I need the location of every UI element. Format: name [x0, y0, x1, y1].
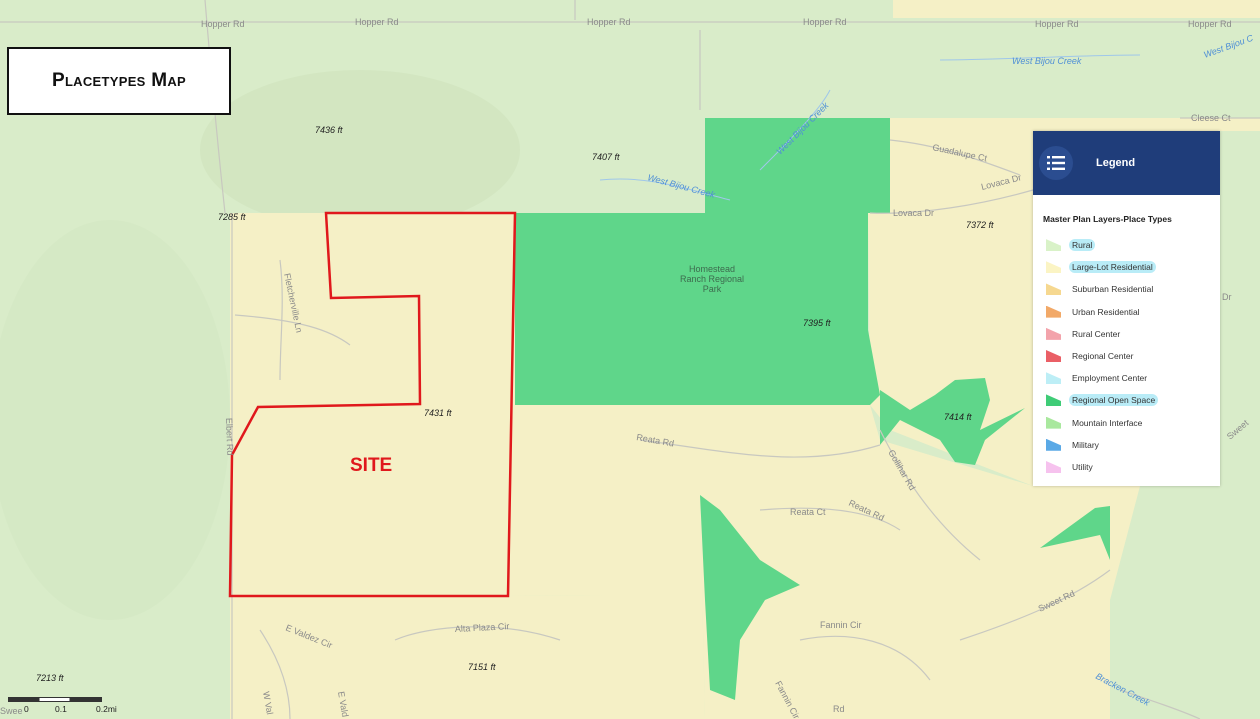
- legend-item-label: Employment Center: [1072, 373, 1148, 384]
- regional-open-space-area[interactable]: [700, 495, 800, 700]
- road-label: Hopper Rd: [1188, 19, 1232, 29]
- legend-item-label: Regional Center: [1072, 351, 1134, 362]
- legend-item-label: Military: [1072, 439, 1099, 450]
- scale-label-0: 0: [24, 704, 29, 714]
- large-lot-residential-area[interactable]: [893, 0, 1260, 18]
- road-label: Dr: [1222, 292, 1232, 302]
- scale-label-1: 0.1: [55, 704, 67, 714]
- legend-swatch: [1046, 394, 1061, 407]
- legend-item[interactable]: Urban Residential: [1046, 301, 1220, 323]
- terrain-shading: [0, 220, 230, 620]
- road-label: Cleese Ct: [1191, 113, 1231, 123]
- legend-item[interactable]: Regional Open Space: [1046, 389, 1220, 411]
- road-label: Hopper Rd: [1035, 19, 1079, 29]
- scale-bar-graphic: [8, 697, 102, 702]
- legend-item-label: Mountain Interface: [1072, 417, 1143, 428]
- elevation-label: 7213 ft: [36, 673, 64, 683]
- legend-menu-button[interactable]: [1039, 146, 1073, 180]
- elevation-label: 7436 ft: [315, 125, 343, 135]
- legend-item[interactable]: Military: [1046, 434, 1220, 456]
- park-label: Ranch Regional: [680, 274, 744, 284]
- road-label: Lovaca Dr: [893, 208, 934, 218]
- elevation-label: 7431 ft: [424, 408, 452, 418]
- road-label: Reata Ct: [790, 507, 826, 517]
- site-boundary[interactable]: [228, 211, 517, 598]
- legend-item[interactable]: Mountain Interface: [1046, 412, 1220, 434]
- legend-item-label: Large-Lot Residential: [1069, 261, 1156, 274]
- creek-label: West Bijou Creek: [1012, 56, 1082, 66]
- large-lot-residential-area[interactable]: [230, 495, 705, 719]
- elevation-label: 7151 ft: [468, 662, 496, 672]
- road-label: Fannin Cir: [820, 620, 862, 630]
- elevation-label: 7372 ft: [966, 220, 994, 230]
- road-label: E Vald: [336, 691, 350, 718]
- site-label: SITE: [350, 455, 392, 476]
- legend-item[interactable]: Rural Center: [1046, 323, 1220, 345]
- list-icon: [1047, 156, 1065, 170]
- legend-swatch: [1046, 350, 1061, 363]
- elevation-label: 7414 ft: [944, 412, 972, 422]
- road-label: Hopper Rd: [803, 17, 847, 27]
- regional-open-space-area[interactable]: [515, 118, 890, 405]
- road-label: Hopper Rd: [201, 19, 245, 29]
- legend-item-label: Utility: [1072, 461, 1093, 472]
- road-label: Hopper Rd: [587, 17, 631, 27]
- legend-item-label: Rural Center: [1072, 328, 1121, 339]
- elevation-label: 7395 ft: [803, 318, 831, 328]
- legend-item[interactable]: Regional Center: [1046, 345, 1220, 367]
- elevation-label: 7285 ft: [218, 212, 246, 222]
- legend-swatch: [1046, 305, 1061, 318]
- legend-item-label: Suburban Residential: [1072, 284, 1154, 295]
- legend-subtitle: Master Plan Layers-Place Types: [1043, 214, 1172, 224]
- legend-item-label: Rural: [1069, 239, 1096, 252]
- map-title: Placetypes Map: [51, 70, 187, 91]
- legend-item[interactable]: Large-Lot Residential: [1046, 256, 1220, 278]
- elevation-label: 7407 ft: [592, 152, 620, 162]
- legend-item-label: Urban Residential: [1072, 306, 1140, 317]
- scale-bar: 0 0.1 0.2mi: [8, 697, 117, 714]
- park-label: Homestead: [689, 264, 735, 274]
- legend-swatch: [1046, 438, 1061, 451]
- legend-header: Legend: [1033, 131, 1220, 195]
- legend-swatch: [1046, 327, 1061, 340]
- legend-swatch: [1046, 283, 1061, 296]
- legend-swatch: [1046, 261, 1061, 274]
- scale-label-2: 0.2mi: [96, 704, 117, 714]
- creek-lines: [599, 54, 1141, 201]
- legend-swatch: [1046, 460, 1061, 473]
- legend-panel[interactable]: Legend Master Plan Layers-Place Types Ru…: [1033, 131, 1220, 486]
- terrain-shading: [200, 70, 520, 230]
- road-label: Rd: [833, 704, 845, 714]
- legend-swatch: [1046, 239, 1061, 252]
- legend-title: Legend: [1096, 157, 1136, 169]
- road-label: Hopper Rd: [355, 17, 399, 27]
- legend-swatch: [1046, 372, 1061, 385]
- regional-open-space-area[interactable]: [880, 378, 1025, 465]
- map-title-box: Placetypes Map: [7, 47, 231, 115]
- park-label: Park: [703, 284, 722, 294]
- road-label: Alta Plaza Cir: [455, 621, 510, 634]
- legend-item[interactable]: Suburban Residential: [1046, 278, 1220, 300]
- regional-open-space-area[interactable]: [1040, 506, 1110, 560]
- road-label: Swee: [0, 706, 23, 716]
- legend-item[interactable]: Rural: [1046, 234, 1220, 256]
- legend-item-label: Regional Open Space: [1069, 394, 1159, 407]
- legend-swatch: [1046, 416, 1061, 429]
- legend-item[interactable]: Utility: [1046, 456, 1220, 478]
- road-label: W Val: [261, 691, 275, 716]
- road-label: Elbert Rd: [224, 418, 235, 456]
- legend-item[interactable]: Employment Center: [1046, 367, 1220, 389]
